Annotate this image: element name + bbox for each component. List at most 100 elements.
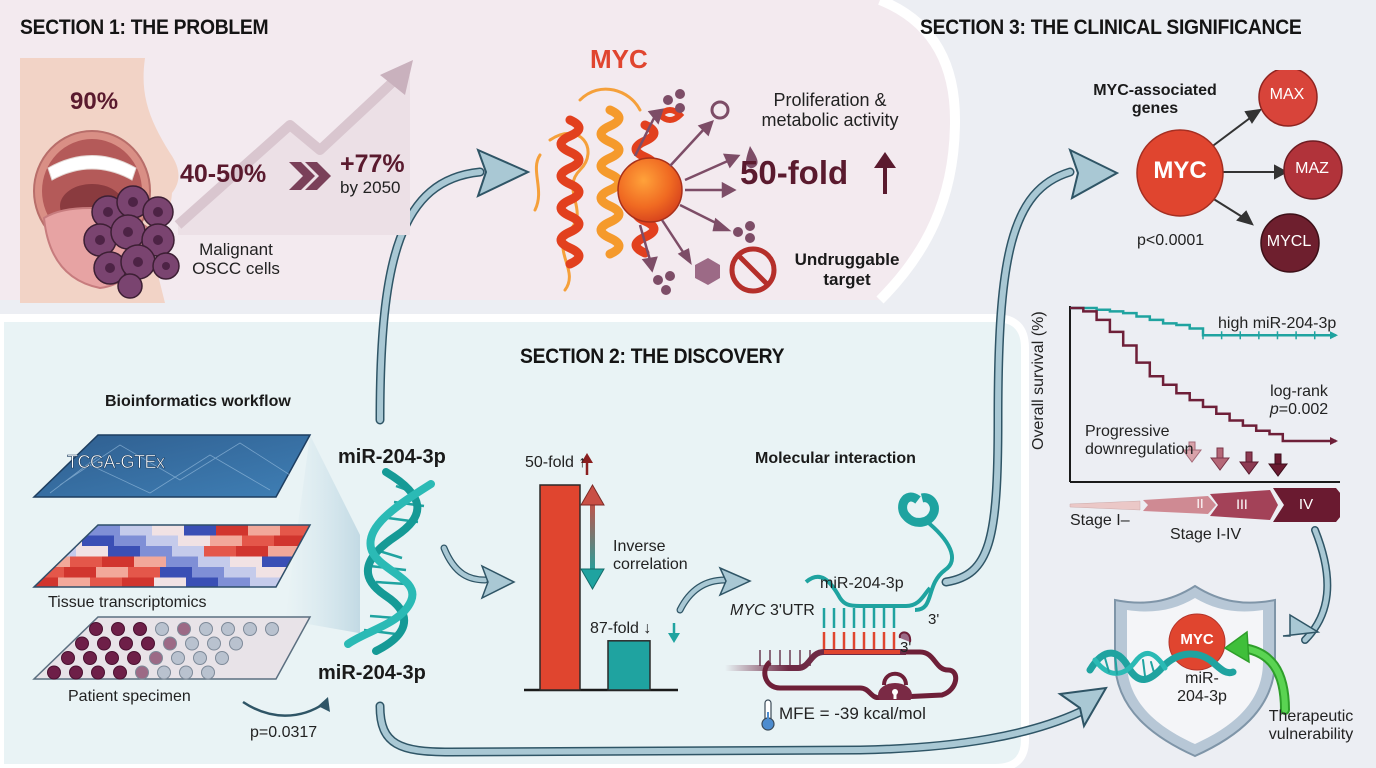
heatmap-cell [140, 546, 173, 557]
heatmap-cell [218, 577, 251, 587]
heatmap-cell [122, 577, 155, 587]
gene-mycl-label: MYCL [1266, 233, 1312, 250]
stat-increase: +77% [340, 150, 405, 178]
dna-helix-icon [344, 468, 435, 655]
heatmap-cell [96, 567, 129, 578]
specimen-dot [265, 622, 279, 636]
three-prime-label-1: 3' [928, 611, 940, 628]
workflow-title: Bioinformatics workflow [105, 393, 291, 410]
specimen-dot [201, 665, 215, 680]
specimen-dot [133, 622, 147, 636]
specimen-dot [89, 622, 103, 636]
heatmap-cell [166, 556, 199, 568]
proliferation-label: Proliferation & metabolic activity [761, 90, 899, 131]
heatmap-cell [230, 556, 263, 568]
bar-up-arrow-icon [581, 453, 593, 475]
specimen-dot [141, 636, 155, 651]
heatmap-cell [216, 525, 249, 536]
arrowhead-to-shield [1057, 686, 1108, 729]
ago-protein-icon [898, 492, 939, 527]
tcga-gtex-label: TCGA-GTEx [67, 452, 166, 473]
patient-specimen-layer [32, 616, 312, 680]
specimen-dot [127, 651, 141, 665]
gene-max-label: MAX [1269, 86, 1305, 103]
stat-90-percent: 90% [70, 88, 119, 115]
heatmap-cell [248, 525, 281, 536]
heatmap-cell [186, 577, 219, 587]
heatmap-cell [76, 546, 109, 557]
bar-myc [539, 484, 581, 691]
heatmap-cell [210, 535, 243, 547]
therapeutic-vulnerability-label: Therapeutic vulnerability [1268, 708, 1354, 743]
stat-increase-year: by 2050 [340, 178, 401, 197]
heatmap-cell [198, 556, 231, 568]
tcga-gtex-layer [32, 434, 312, 498]
heatmap-cell [236, 546, 269, 557]
therapeutic-shield [1086, 584, 1290, 758]
tissue-transcriptomics-label: Tissue transcriptomics [48, 594, 207, 611]
kaplan-meier-chart [1069, 306, 1340, 522]
specimen-dot [111, 622, 125, 636]
heatmap-cell [34, 577, 59, 587]
heatmap-cell [250, 577, 283, 587]
flow-arrow-to-shield [375, 701, 1085, 757]
heatmap-cell [146, 535, 179, 547]
trend-arrow-icon [174, 60, 413, 235]
shield-mirna-label: miR- 204-3p [1177, 670, 1227, 705]
heatmap-cell [70, 556, 103, 568]
heatmap-cell [274, 535, 307, 547]
heatmap-cell [204, 546, 237, 557]
heatmap-cell [268, 546, 301, 557]
network-node-max [1258, 70, 1318, 127]
specimen-dot [155, 622, 169, 636]
network-hub-label: MYC [1153, 157, 1207, 184]
specimen-dot [179, 665, 193, 680]
heatmap-cell [178, 535, 211, 547]
specimen-dot [75, 636, 89, 651]
heatmap-cell [154, 577, 187, 587]
heatmap-cell [120, 525, 153, 536]
heatmap-cell [102, 556, 135, 568]
heatmap-cell [192, 567, 225, 578]
km-curve-high [1070, 306, 1336, 337]
specimen-dot [157, 665, 171, 680]
stage-range-label: Stage I-IV [1170, 526, 1242, 543]
prohibited-icon [729, 246, 777, 294]
km-logrank-label: log-rank p=0.002 [1269, 383, 1329, 418]
stage-iii [1210, 490, 1278, 520]
fifty-fold-label: 50-fold [740, 154, 849, 191]
malignant-cells-label: Malignant OSCC cells [192, 240, 280, 279]
bar-label-mirna: 87-fold ↓ [590, 620, 652, 637]
heatmap-cell [90, 577, 123, 587]
myc-protein-illustration [533, 87, 758, 295]
specimen-dot [177, 622, 191, 636]
specimen-dot [69, 665, 83, 680]
network-node-mycl [1260, 213, 1320, 273]
bar-mir-204-3p [607, 640, 651, 691]
specimen-dot [199, 622, 213, 636]
three-prime-label-2: 3' [900, 639, 912, 656]
km-high-mirna-label: high miR-204-3p [1218, 315, 1337, 332]
molecular-interaction-title: Molecular interaction [755, 450, 916, 467]
km-curve-end-arrow [1330, 331, 1338, 340]
heatmap-cell [88, 525, 121, 536]
specimen-dot [83, 651, 97, 665]
arrowhead-to-network [1068, 148, 1120, 200]
myc-gene-network [1136, 70, 1343, 273]
myc-sphere [617, 157, 683, 223]
stage-iv-label: IV [1298, 496, 1314, 513]
stage-iii-label: III [1236, 496, 1248, 512]
bar-down-arrow-icon [668, 623, 680, 643]
heatmap-cell [152, 525, 185, 536]
stage-start-label: Stage I– [1070, 512, 1130, 529]
specimen-dot [163, 636, 177, 651]
pvalue-arrow [242, 700, 326, 717]
stage-ii [1143, 496, 1216, 514]
heatmap-cell [184, 525, 217, 536]
specimen-dot [215, 651, 229, 665]
heatmap-cell [172, 546, 205, 557]
specimen-dot [149, 651, 163, 665]
p-value-workflow: p=0.0317 [250, 724, 318, 741]
heatmap-cell [114, 535, 147, 547]
